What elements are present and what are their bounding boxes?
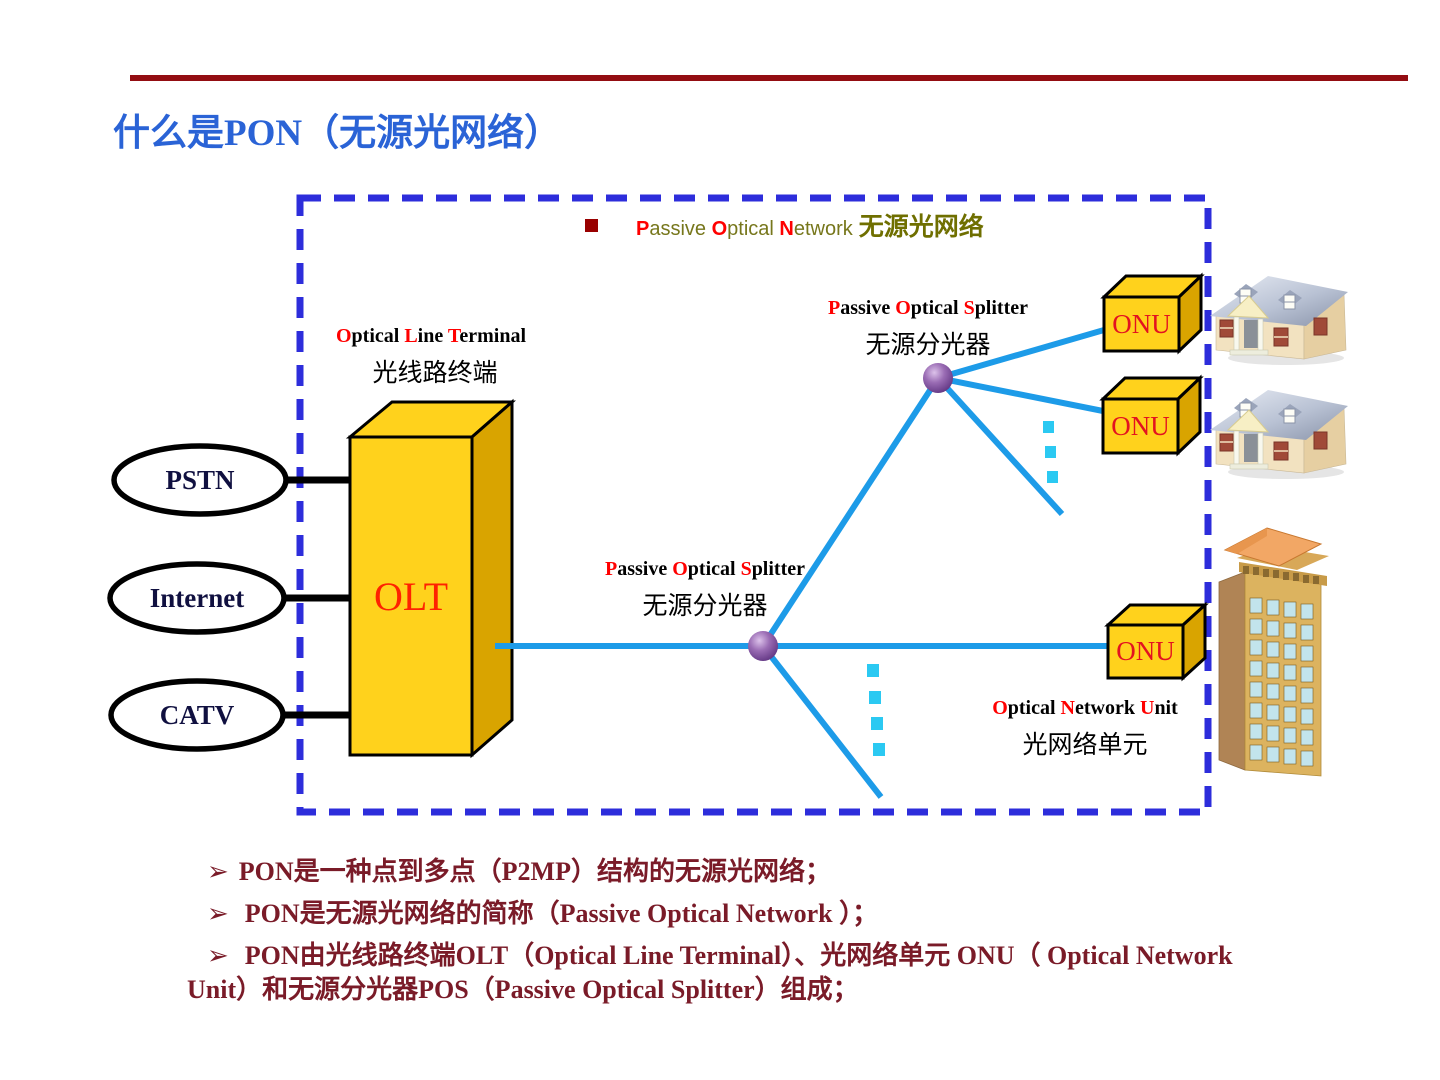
catv-label: CATV bbox=[159, 699, 235, 730]
olt-box bbox=[345, 398, 516, 759]
pstn-ellipse bbox=[111, 443, 289, 517]
title-rule bbox=[130, 75, 1408, 81]
splitter-lower-title-en: Passive Optical Splitter bbox=[605, 558, 805, 580]
splitter-node-icon bbox=[923, 363, 953, 393]
onu-box-2 bbox=[1099, 374, 1204, 457]
splitter-node-icon bbox=[748, 631, 778, 661]
arrow-bullet-icon: ➢ bbox=[207, 857, 229, 886]
onu-title-en: Optical Network Unit bbox=[992, 697, 1178, 719]
building-icon bbox=[1218, 527, 1330, 777]
title-suffix: （无源光网络） bbox=[302, 112, 562, 153]
internet-ellipse bbox=[107, 561, 287, 635]
onu-box-1 bbox=[1100, 272, 1205, 355]
splitter-lower-title-cn: 无源分光器 bbox=[642, 593, 768, 620]
bullet-1: ➢PON是一种点到多点（P2MP）结构的无源光网络； bbox=[207, 857, 831, 886]
arrow-bullet-icon: ➢ bbox=[207, 899, 229, 928]
pstn-label: PSTN bbox=[165, 464, 235, 495]
olt-title-cn: 光线路终端 bbox=[372, 360, 498, 387]
source-connector-lines bbox=[279, 476, 354, 719]
olt-title-en: Optical Line Terminal bbox=[335, 325, 527, 347]
title-acronym: PON bbox=[224, 113, 303, 154]
house-icon bbox=[1209, 275, 1349, 366]
fiber-lines bbox=[495, 327, 1108, 799]
onu-box-label: ONU bbox=[1112, 308, 1171, 339]
more-onu-dots bbox=[867, 421, 1058, 756]
onu-title-cn: 光网络单元 bbox=[1022, 732, 1148, 759]
catv-ellipse bbox=[108, 678, 286, 752]
source-ellipses bbox=[107, 443, 289, 752]
bullet-3-line-2: Unit）和无源分光器POS（Passive Optical Splitter）… bbox=[187, 975, 859, 1004]
onu-box-label: ONU bbox=[1111, 410, 1170, 441]
house-icon bbox=[1209, 389, 1349, 480]
splitter-upper-title-cn: 无源分光器 bbox=[865, 332, 991, 359]
square-bullet-icon bbox=[585, 218, 598, 232]
bullet-2: ➢PON是无源光网络的简称（Passive Optical Network ）； bbox=[207, 899, 879, 928]
internet-label: Internet bbox=[149, 582, 245, 613]
title-prefix: 什么是 bbox=[113, 112, 224, 153]
olt-box-label: OLT bbox=[373, 573, 449, 619]
onu-box-label: ONU bbox=[1116, 636, 1175, 666]
bullet-3-line-1: ➢PON由光线路终端OLT（Optical Line Terminal）、光网络… bbox=[207, 941, 1233, 970]
pon-boundary-dashed-box bbox=[296, 194, 1212, 816]
onu-box-3 bbox=[1104, 601, 1209, 682]
splitter-upper-title-en: Passive Optical Splitter bbox=[828, 297, 1028, 319]
arrow-bullet-icon: ➢ bbox=[207, 941, 229, 970]
page-title: 什么是PON（无源光网络） bbox=[113, 102, 561, 156]
